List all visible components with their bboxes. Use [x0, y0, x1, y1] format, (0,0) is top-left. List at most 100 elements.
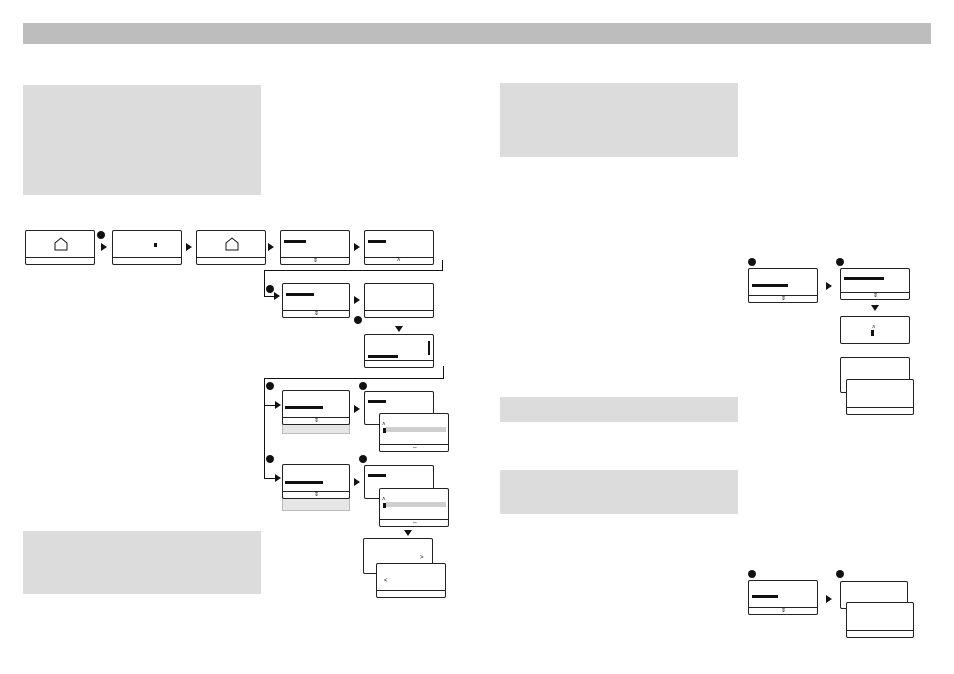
- screen-blank-1: [364, 283, 434, 318]
- step-marker-icon: [359, 382, 367, 390]
- arrow-down-icon: [395, 326, 403, 332]
- arrow-right-icon: [354, 243, 360, 251]
- connector-line: [443, 366, 444, 378]
- screen-footer: ⇕: [749, 295, 817, 302]
- up-down-icon: ⇕: [313, 258, 319, 264]
- screen-footer: ⇕: [283, 417, 349, 424]
- step-marker-icon: [748, 570, 756, 578]
- arrow-down-icon: [404, 530, 412, 536]
- screen-menu-3: ⇕: [282, 283, 350, 318]
- screen-right-menu-1: ⇕: [748, 268, 818, 303]
- arrow-right-icon: [275, 474, 281, 482]
- screen-right-menu-3: ⇕: [748, 580, 818, 615]
- arrow-right-icon: [826, 595, 832, 603]
- connector-line: [264, 405, 276, 406]
- arrow-right-icon: [826, 282, 832, 290]
- step-marker-icon: [266, 382, 274, 390]
- step-marker-icon: [354, 316, 362, 324]
- screen-edit-1: ˄ ⇔: [379, 413, 449, 452]
- screen-menu-4: ⇕: [282, 390, 350, 425]
- step-marker-icon: [836, 570, 844, 578]
- up-icon: ˄: [382, 422, 386, 428]
- screen-footer: ⇕: [749, 607, 817, 614]
- screen-footer: [377, 590, 445, 597]
- screen-footer: ⇔: [380, 444, 448, 451]
- screen-right-confirm-front-2: [846, 602, 914, 638]
- screen-footer: [365, 310, 433, 317]
- lt-icon: <: [384, 578, 388, 584]
- screen-menu-6: ⇕: [282, 464, 350, 499]
- step-marker-icon: [97, 231, 105, 239]
- up-down-icon: ⇕: [314, 311, 320, 317]
- selected-item-bar: [286, 293, 314, 296]
- screen-scroll: [364, 334, 434, 368]
- home-icon: [54, 237, 68, 251]
- selected-item-bar: [752, 595, 778, 598]
- screen-footer: [26, 257, 94, 264]
- up-icon: ˄: [382, 497, 386, 503]
- scrollbar: [428, 341, 430, 355]
- cursor-mark: [154, 243, 157, 247]
- screen-home-2: [196, 230, 266, 265]
- connector-line: [264, 478, 276, 479]
- arrow-right-icon: [274, 292, 280, 300]
- home-icon: [225, 237, 239, 251]
- connector-line: [264, 378, 444, 379]
- arrow-down-icon: [871, 305, 879, 311]
- step-marker-icon: [266, 455, 274, 463]
- arrow-right-icon: [275, 401, 281, 409]
- screen-footer: [847, 630, 913, 637]
- connector-line: [264, 296, 274, 297]
- edit-cursor: [383, 428, 386, 433]
- highlight-row: [386, 502, 446, 507]
- highlight-row: [386, 427, 446, 432]
- step-marker-icon: [748, 258, 756, 266]
- up-down-icon: ⇕: [781, 608, 787, 614]
- up-down-icon: ⇕: [873, 293, 879, 299]
- screen-footer: [847, 407, 913, 414]
- screen-footer: ⇔: [380, 519, 448, 526]
- step-marker-icon: [266, 285, 274, 293]
- step-marker-icon: [836, 258, 844, 266]
- info-panel-5: [500, 470, 738, 514]
- screen-footer: ⇕: [841, 292, 909, 299]
- screen-menu-1: ⇕: [280, 230, 350, 265]
- up-icon: ˄: [397, 258, 401, 264]
- screen-right-confirm-front: [846, 379, 914, 415]
- screen-footer: ⇕: [281, 257, 349, 264]
- up-down-icon: ⇕: [781, 296, 787, 302]
- selected-item-bar: [285, 406, 323, 409]
- connector-line: [264, 270, 443, 271]
- screen-menu-2: ˄: [364, 230, 434, 265]
- selected-item-bar: [368, 400, 386, 403]
- selected-item-bar: [368, 240, 386, 243]
- selected-item-bar: [844, 277, 884, 280]
- screen-right-edit: ˄: [840, 316, 910, 344]
- screen-right-menu-2: ⇕: [840, 268, 910, 300]
- gt-icon: >: [420, 555, 424, 561]
- arrow-right-icon: [354, 296, 360, 304]
- header-bar: [23, 23, 931, 44]
- arrow-right-icon: [268, 243, 274, 251]
- info-panel-2: [23, 531, 261, 594]
- screen-footer: ⇕: [283, 310, 349, 317]
- selected-item-bar: [284, 240, 306, 243]
- left-right-icon: ⇔: [412, 520, 418, 526]
- screen-dot: [112, 230, 182, 265]
- up-down-icon: ⇕: [314, 492, 320, 498]
- connector-line: [264, 378, 265, 478]
- screen-footer: ˄: [365, 257, 433, 264]
- screen-footer: [113, 257, 181, 264]
- up-icon: ˄: [872, 325, 876, 331]
- edit-cursor: [383, 503, 386, 508]
- arrow-right-icon: [186, 243, 192, 251]
- edit-cursor: [871, 330, 874, 336]
- up-down-icon: ⇕: [314, 418, 320, 424]
- step-marker-icon: [359, 455, 367, 463]
- screen-edit-2: ˄ ⇔: [379, 488, 449, 527]
- connector-line: [264, 270, 265, 296]
- selected-item-bar: [368, 474, 386, 477]
- selected-item-bar: [285, 481, 323, 484]
- screen-home-1: [25, 230, 95, 265]
- arrow-right-icon: [354, 405, 360, 413]
